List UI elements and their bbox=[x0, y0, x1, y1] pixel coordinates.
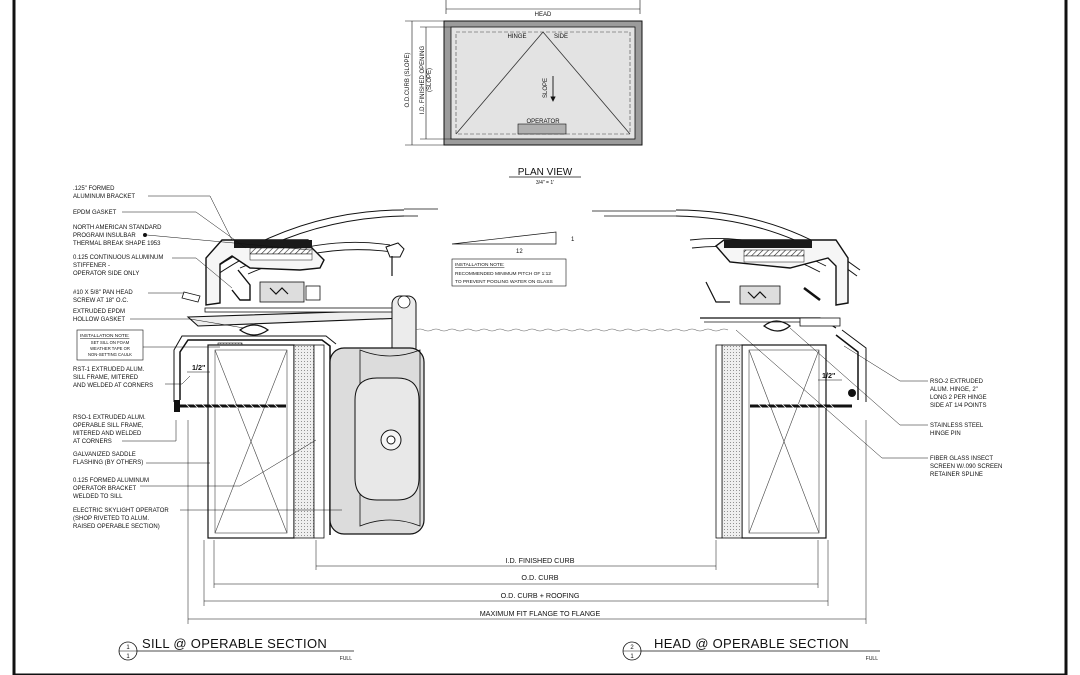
callout-electric-operator: ELECTRIC SKYLIGHT OPERATOR bbox=[73, 508, 169, 514]
svg-text:THERMAL BREAK SHAPE 1953: THERMAL BREAK SHAPE 1953 bbox=[73, 241, 161, 247]
callout-insulbar: NORTH AMERICAN STANDARD bbox=[73, 225, 162, 231]
title-2-name: HEAD @ OPERABLE SECTION bbox=[654, 636, 849, 651]
dim-id-finished-curb: I.D. FINISHED CURB bbox=[505, 556, 574, 565]
callout-rso1-frame: RSO-1 EXTRUDED ALUM. bbox=[73, 415, 146, 421]
plan-operator-box bbox=[517, 123, 567, 135]
plan-id-opening-label: I.D. FINISHED OPENING bbox=[420, 45, 426, 114]
svg-text:RAISED OPERABLE SECTION): RAISED OPERABLE SECTION) bbox=[73, 524, 160, 530]
svg-text:HOLLOW GASKET: HOLLOW GASKET bbox=[73, 317, 125, 323]
dim-max-fit-flange: MAXIMUM FIT FLANGE TO FLANGE bbox=[480, 609, 601, 618]
svg-text:RETAINER SPLINE: RETAINER SPLINE bbox=[930, 472, 983, 478]
plan-od-curb-label: O.D.CURB (SLOPE) bbox=[405, 52, 411, 107]
svg-text:AT CORNERS: AT CORNERS bbox=[73, 439, 112, 445]
dimension-strings: I.D. FINISHED CURB O.D. CURB O.D. CURB +… bbox=[187, 420, 867, 624]
pitch-note-line2: TO PREVENT POOLING WATER ON GLASS bbox=[455, 279, 553, 285]
svg-text:SET SILL ON FOAM: SET SILL ON FOAM bbox=[91, 340, 130, 345]
dim-od-curb-roofing: O.D. CURB + ROOFING bbox=[501, 591, 580, 600]
svg-text:SIDE AT 1/4 POINTS: SIDE AT 1/4 POINTS bbox=[930, 403, 986, 409]
plan-side-label: SIDE bbox=[554, 34, 568, 40]
title-2-number: 2 bbox=[630, 645, 634, 651]
plan-head-label: HEAD bbox=[535, 12, 552, 18]
callout-rst1-frame: RST-1 EXTRUDED ALUM. bbox=[73, 367, 145, 373]
dim-od-curb: O.D. CURB bbox=[521, 573, 558, 582]
callout-formed-bracket: .125" FORMED bbox=[73, 186, 115, 192]
svg-text:AND WELDED AT CORNERS: AND WELDED AT CORNERS bbox=[73, 383, 153, 389]
title-1-name: SILL @ OPERABLE SECTION bbox=[142, 636, 327, 651]
svg-text:ALUM. HINGE, 2": ALUM. HINGE, 2" bbox=[930, 387, 978, 393]
plan-slope-label: SLOPE bbox=[543, 78, 549, 98]
svg-text:STIFFENER -: STIFFENER - bbox=[73, 263, 110, 269]
plan-glass bbox=[450, 26, 636, 140]
callout-operator-bracket: 0.125 FORMED ALUMINUM bbox=[73, 478, 149, 484]
callout-hollow-gasket: EXTRUDED EPDM bbox=[73, 309, 125, 315]
title-1-number: 1 bbox=[126, 645, 130, 651]
sheet-border bbox=[12, 0, 1068, 675]
title-2-sheet: 1 bbox=[630, 654, 634, 660]
sill-install-note-box bbox=[76, 329, 144, 361]
callout-insect-screen: FIBER GLASS INSECT bbox=[930, 456, 993, 462]
head-callouts: RSO-2 EXTRUDED ALUM. HINGE, 2" LONG 2 PE… bbox=[735, 327, 1002, 478]
svg-text:FLASHING (BY OTHERS): FLASHING (BY OTHERS) bbox=[73, 460, 143, 466]
title-1-scale: FULL bbox=[340, 656, 352, 662]
section-title-1: 1 1 SILL @ OPERABLE SECTION FULL bbox=[118, 636, 354, 662]
callout-stiffener: 0.125 CONTINUOUS ALUMINUM bbox=[73, 255, 163, 261]
pitch-note-title: INSTALLATION NOTE: bbox=[455, 262, 504, 268]
pitch-note-line1: RECOMMENDED MINIMUM PITCH OF 1:12 bbox=[455, 271, 551, 277]
sill-insulation bbox=[293, 344, 315, 539]
sill-callouts: .125" FORMED ALUMINUM BRACKET EPDM GASKE… bbox=[73, 186, 342, 530]
callout-pan-head-screw: #10 X 5/8" PAN HEAD bbox=[73, 290, 133, 296]
plan-operator-label: OPERATOR bbox=[526, 119, 560, 125]
sill-install-note-title: INSTALLATION NOTE: bbox=[80, 333, 129, 339]
svg-text:LONG 2 PER HINGE: LONG 2 PER HINGE bbox=[930, 395, 987, 401]
svg-text:OPERATOR SIDE ONLY: OPERATOR SIDE ONLY bbox=[73, 271, 139, 277]
pitch-rise: 1 bbox=[571, 237, 575, 243]
svg-text:SCREEN W/.090 SCREEN: SCREEN W/.090 SCREEN bbox=[930, 464, 1002, 470]
section-title-2: 2 1 HEAD @ OPERABLE SECTION FULL bbox=[622, 636, 880, 662]
callout-rso2-hinge: RSO-2 EXTRUDED bbox=[930, 379, 984, 385]
svg-text:SCREW AT 18" O.C.: SCREW AT 18" O.C. bbox=[73, 298, 129, 304]
callout-hinge-pin: STAINLESS STEEL bbox=[930, 423, 984, 429]
svg-text:(SHOP RIVETED TO ALUM.: (SHOP RIVETED TO ALUM. bbox=[73, 516, 149, 522]
svg-text:MITERED AND WELDED: MITERED AND WELDED bbox=[73, 431, 142, 437]
plan-view-scale: 3/4" = 1' bbox=[536, 180, 554, 186]
head-section-detail: 1/2" bbox=[592, 209, 867, 539]
svg-text:WEATHER TAPE OR: WEATHER TAPE OR bbox=[90, 346, 130, 351]
svg-text:NON-SETTING CAULK: NON-SETTING CAULK bbox=[88, 352, 132, 357]
sill-section-detail: 1/2" bbox=[173, 208, 438, 539]
pitch-diagram: 1 12 INSTALLATION NOTE: RECOMMENDED MINI… bbox=[451, 231, 575, 287]
title-2-scale: FULL bbox=[866, 656, 878, 662]
pitch-note-box bbox=[451, 258, 567, 287]
insect-screen-line bbox=[415, 328, 729, 332]
plan-id-opening-slope: (SLOPE) bbox=[427, 68, 433, 92]
head-insulation bbox=[721, 344, 743, 539]
svg-text:OPERATOR BRACKET: OPERATOR BRACKET bbox=[73, 486, 136, 492]
svg-text:OPERABLE SILL FRAME,: OPERABLE SILL FRAME, bbox=[73, 423, 144, 429]
sill-half-inch-dim: 1/2" bbox=[192, 363, 205, 372]
callout-saddle-flashing: GALVANIZED SADDLE bbox=[73, 452, 136, 458]
plan-view-title: PLAN VIEW bbox=[518, 167, 573, 178]
svg-text:ALUMINUM BRACKET: ALUMINUM BRACKET bbox=[73, 194, 135, 200]
head-half-inch-dim: 1/2" bbox=[822, 371, 835, 380]
svg-text:WELDED TO SILL: WELDED TO SILL bbox=[73, 494, 123, 500]
plan-view: HEAD HINGE SIDE SLOPE OPERATOR O.D.CURB … bbox=[405, 0, 643, 186]
plan-hinge-label: HINGE bbox=[507, 34, 526, 40]
callout-epdm-gasket: EPDM GASKET bbox=[73, 210, 117, 216]
title-1-sheet: 1 bbox=[126, 654, 130, 660]
svg-text:HINGE PIN: HINGE PIN bbox=[930, 431, 961, 437]
svg-text:PROGRAM INSULBAR: PROGRAM INSULBAR bbox=[73, 233, 136, 239]
svg-text:SILL FRAME, MITERED: SILL FRAME, MITERED bbox=[73, 375, 139, 381]
pitch-run: 12 bbox=[516, 249, 523, 255]
